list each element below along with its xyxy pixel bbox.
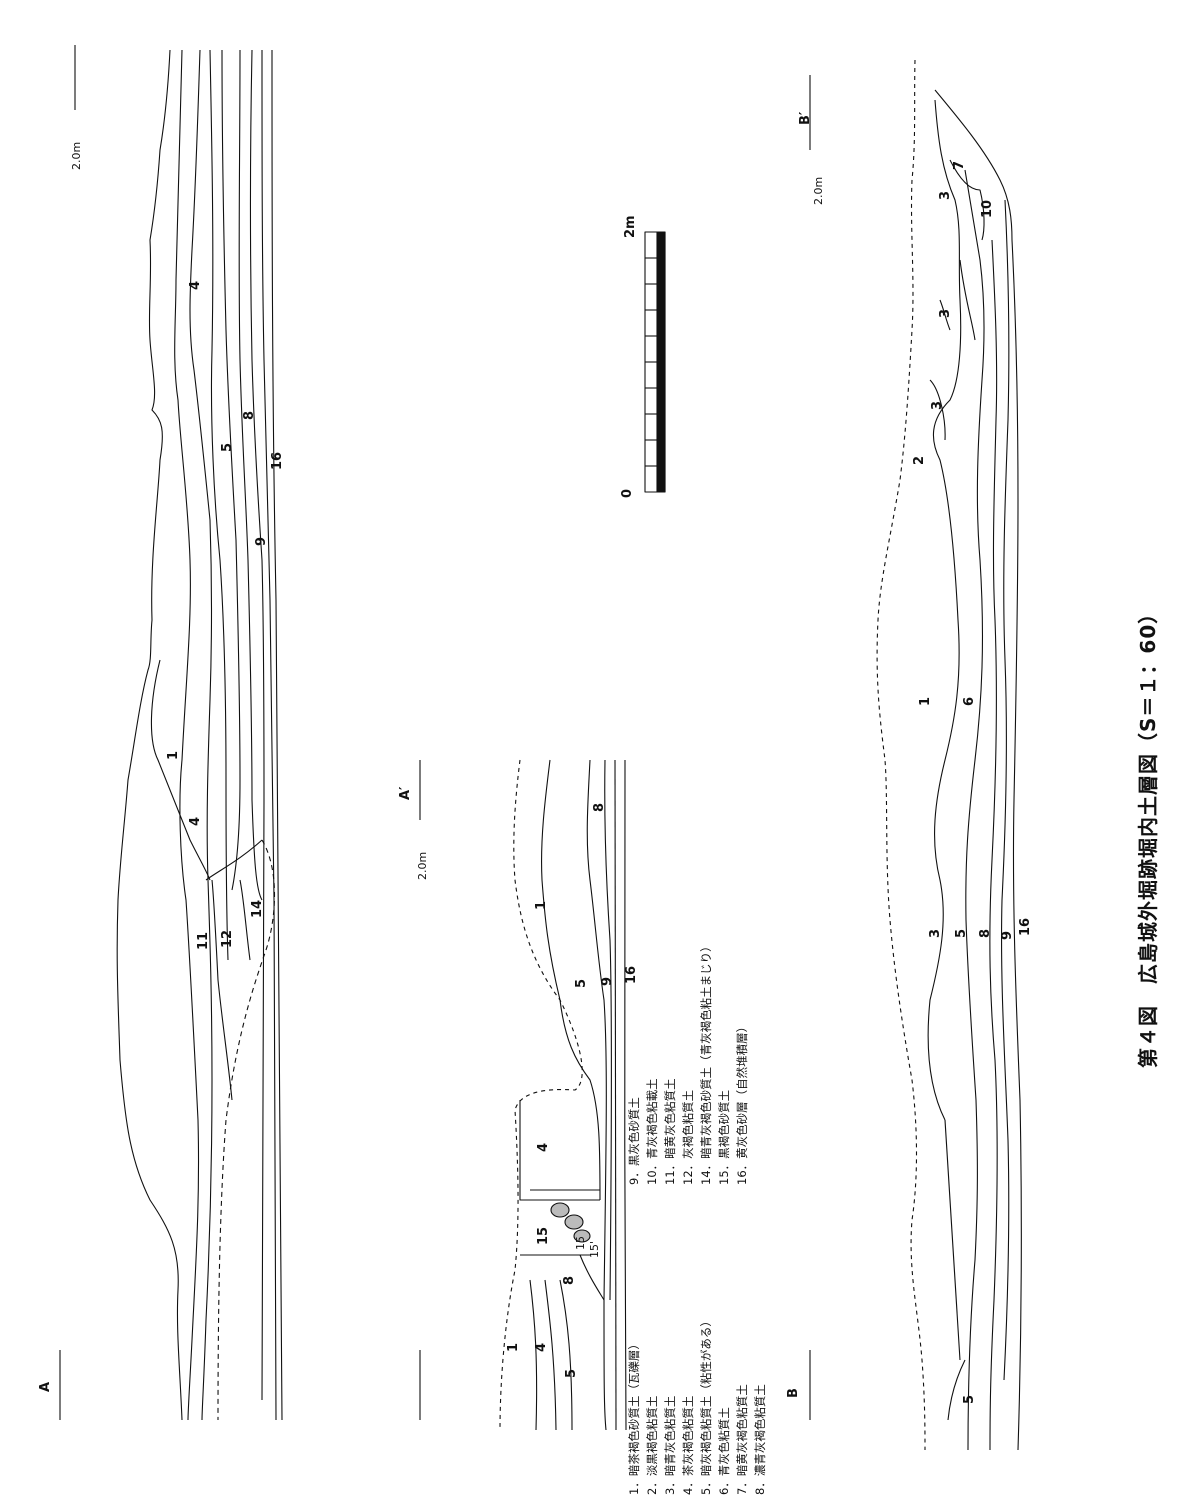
layer-number: 8 — [592, 802, 607, 812]
layer-number: 9 — [1000, 930, 1015, 940]
layer-number: 8 — [562, 1275, 577, 1285]
layer-number: 9 — [600, 976, 615, 986]
scale-bar-end: 2m — [623, 215, 638, 238]
section-label-b-prime: B′ — [798, 111, 813, 125]
scale-bar — [644, 231, 666, 493]
layer-number: 4 — [536, 1142, 551, 1152]
section-label-a-prime: A′ — [398, 786, 413, 801]
scale-bar-zero: 0 — [620, 488, 635, 498]
section-label-a: A — [38, 1381, 53, 1392]
legend-item: 11．暗黄灰色粘質土 — [663, 1078, 677, 1185]
section-b-profile — [876, 59, 1022, 1451]
layer-number: 3 — [928, 928, 943, 938]
layer-number: 16 — [624, 965, 639, 984]
layer-number: 14 — [250, 899, 265, 918]
layer-number: 5 — [220, 442, 235, 452]
legend-item: 5．暗灰褐色粘質土（粘性がある） — [699, 1315, 713, 1495]
layer-number: 9 — [254, 536, 269, 546]
legend-item: 9．黒灰色砂質土 — [627, 1097, 641, 1185]
scale-mark-top-left: 2.0m — [70, 141, 83, 170]
legend-item: 14．暗青灰褐色砂質土（青灰褐色粘土まじり） — [699, 940, 713, 1185]
layer-number: 12 — [220, 929, 235, 948]
legend-item: 7．暗黄灰褐色粘質土 — [735, 1384, 749, 1495]
layer-number: 5 — [574, 978, 589, 988]
scale-mark-right: 2.0m — [812, 176, 825, 205]
legend-item: 6．青灰色粘質土 — [717, 1407, 731, 1495]
layer-number: 1 — [166, 750, 181, 760]
layer-number: 5 — [954, 928, 969, 938]
legend-item: 8．濃青灰褐色粘質土 — [753, 1384, 767, 1495]
figure-caption: 第４図 広島城外堀跡堀内土層図（S＝１：60） — [1136, 602, 1160, 1068]
layer-number: 8 — [242, 410, 257, 420]
layer-number: 15' — [588, 1240, 601, 1258]
layer-number: 4 — [188, 816, 203, 826]
layer-number: 1 — [918, 696, 933, 706]
layer-number: 3 — [930, 400, 945, 410]
layer-number: 5 — [962, 1394, 977, 1404]
layer-number: 4 — [534, 1342, 549, 1352]
layer-number: 2 — [912, 455, 927, 465]
layer-number: 16 — [1018, 917, 1033, 936]
layer-number: 15 — [536, 1226, 551, 1245]
layer-number: 10 — [980, 199, 995, 218]
section-a-profile — [116, 49, 283, 1421]
layer-number: 1 — [534, 900, 549, 910]
legend-item: 3．暗青灰色粘質土 — [663, 1395, 677, 1495]
legend-item: 12．灰褐色粘質土 — [681, 1089, 695, 1185]
layer-number: 1 — [506, 1342, 521, 1352]
legend-item: 15．黒褐色砂質土 — [717, 1089, 731, 1185]
scale-tick-lines — [59, 45, 811, 1420]
legend-item: 16．黄灰色砂層（自然堆積層） — [735, 1020, 749, 1185]
layer-number: 5 — [564, 1368, 579, 1378]
legend-item: 1．暗茶褐色砂質土（瓦礫層） — [627, 1338, 641, 1495]
scale-mark-middle: 2.0m — [416, 851, 429, 880]
legend-item: 10．青灰褐色粘載土 — [645, 1078, 659, 1185]
section-a2-profile — [499, 759, 627, 1431]
legend-item: 2．淡黒褐色粘質土 — [645, 1395, 659, 1495]
layer-number: 16 — [270, 451, 285, 470]
layer-number: 7 — [952, 160, 967, 170]
layer-number: 15 — [574, 1236, 587, 1250]
layer-number: 4 — [188, 280, 203, 290]
layer-number: 3 — [938, 190, 953, 200]
layer-number: 8 — [978, 928, 993, 938]
layer-number: 11 — [196, 931, 211, 950]
section-label-b: B — [786, 1388, 801, 1398]
layer-number: 6 — [962, 696, 977, 706]
layer-number: 3 — [938, 308, 953, 318]
legend-item: 4．茶灰褐色粘質土 — [681, 1395, 695, 1495]
